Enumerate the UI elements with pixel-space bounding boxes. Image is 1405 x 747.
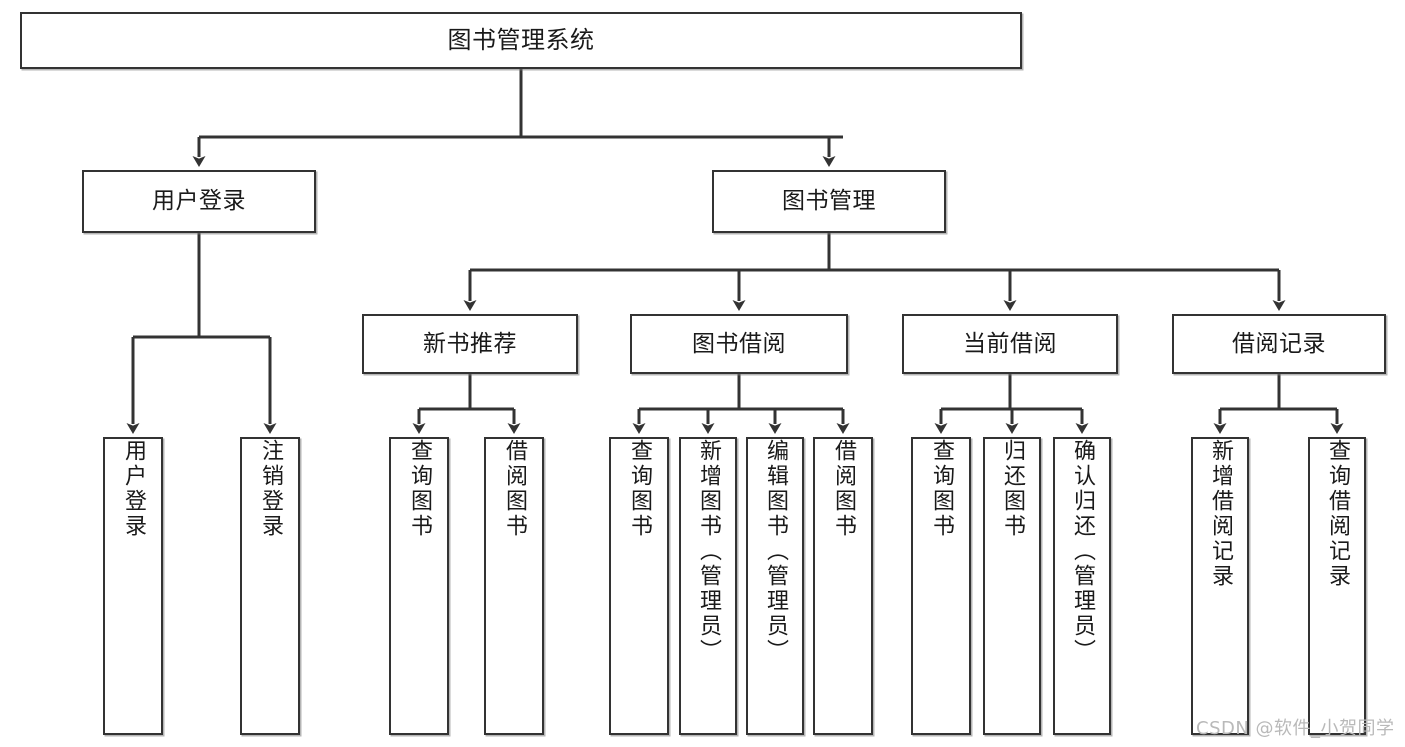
leaf-query-book-borrow[interactable]: 查询图书 (609, 437, 669, 735)
leaf-return-book[interactable]: 归还图书 (983, 437, 1041, 735)
node-user-login[interactable]: 用户登录 (82, 170, 316, 233)
node-label: 查询图书 (626, 439, 652, 539)
node-label: 新增图书（管理员） (695, 439, 721, 664)
node-label: 用户登录 (152, 188, 246, 215)
node-label: 图书借阅 (692, 330, 786, 357)
node-label: 图书管理系统 (447, 25, 595, 54)
node-label: 新增借阅记录 (1207, 439, 1233, 589)
leaf-borrow-book-recommend[interactable]: 借阅图书 (484, 437, 544, 735)
node-label: 当前借阅 (963, 330, 1057, 357)
node-book-management[interactable]: 图书管理 (712, 170, 946, 233)
leaf-query-borrow-record[interactable]: 查询借阅记录 (1308, 437, 1366, 735)
node-borrow-records[interactable]: 借阅记录 (1172, 314, 1386, 374)
node-label: 新书推荐 (423, 330, 517, 357)
csdn-watermark: CSDN @软件_小贺同学 (1196, 718, 1395, 739)
node-book-borrow[interactable]: 图书借阅 (630, 314, 848, 374)
leaf-add-borrow-record[interactable]: 新增借阅记录 (1191, 437, 1249, 735)
leaf-query-book-current[interactable]: 查询图书 (911, 437, 971, 735)
node-label: 借阅图书 (830, 439, 856, 539)
leaf-confirm-return-admin[interactable]: 确认归还（管理员） (1053, 437, 1111, 735)
node-label: 查询图书 (928, 439, 954, 539)
node-label: 确认归还（管理员） (1069, 439, 1095, 664)
node-label: 借阅图书 (501, 439, 527, 539)
node-root-system[interactable]: 图书管理系统 (20, 12, 1022, 69)
node-label: 注销登录 (257, 439, 283, 539)
leaf-user-login[interactable]: 用户登录 (103, 437, 163, 735)
leaf-borrow-book[interactable]: 借阅图书 (813, 437, 873, 735)
node-label: 查询图书 (406, 439, 432, 539)
node-new-book-recommend[interactable]: 新书推荐 (362, 314, 578, 374)
node-label: 图书管理 (782, 188, 876, 215)
node-current-borrow[interactable]: 当前借阅 (902, 314, 1118, 374)
leaf-query-book-recommend[interactable]: 查询图书 (389, 437, 449, 735)
node-label: 用户登录 (120, 439, 146, 539)
node-label: 归还图书 (999, 439, 1025, 539)
leaf-add-book-admin[interactable]: 新增图书（管理员） (679, 437, 737, 735)
leaf-edit-book-admin[interactable]: 编辑图书（管理员） (746, 437, 804, 735)
node-label: 编辑图书（管理员） (762, 439, 788, 664)
node-label: 查询借阅记录 (1324, 439, 1350, 589)
leaf-logout[interactable]: 注销登录 (240, 437, 300, 735)
node-label: 借阅记录 (1232, 330, 1326, 357)
